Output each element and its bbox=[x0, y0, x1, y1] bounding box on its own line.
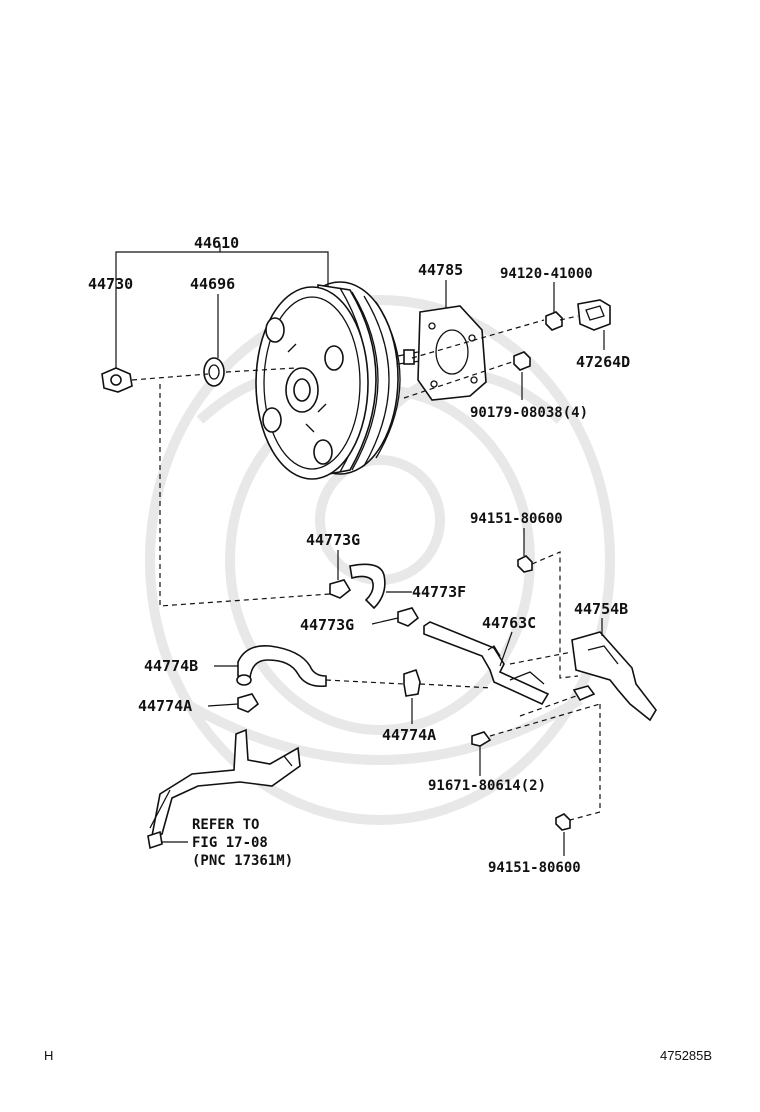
bolt-91671-80614[interactable] bbox=[471, 731, 492, 747]
leader-lines bbox=[115, 244, 605, 856]
callout-labels: 44610 44730 44696 44785 94120-41000 4726… bbox=[88, 234, 630, 876]
callout-44696: 44696 bbox=[190, 275, 235, 293]
callout-94151-80600-upper: 94151-80600 bbox=[470, 511, 563, 527]
callout-44774a-right: 44774A bbox=[382, 726, 436, 744]
drawing-code: 475285B bbox=[660, 1048, 712, 1063]
callout-44773g-lower: 44773G bbox=[300, 616, 354, 634]
vacuum-pipe-44763c[interactable] bbox=[423, 621, 550, 706]
callout-44785: 44785 bbox=[418, 261, 463, 279]
callout-44754b: 44754B bbox=[574, 600, 628, 618]
callout-44773f: 44773F bbox=[412, 583, 466, 601]
callout-44773g-upper: 44773G bbox=[306, 531, 360, 549]
callout-44774a-left: 44774A bbox=[138, 697, 192, 715]
clip-47264d[interactable] bbox=[577, 299, 611, 331]
clamp-44774a-right[interactable] bbox=[403, 668, 421, 697]
gasket-44785[interactable] bbox=[417, 305, 487, 401]
refer-note-line-3: (PNC 17361M) bbox=[192, 853, 293, 869]
nut-90179-08038[interactable] bbox=[513, 351, 531, 371]
callout-91671-80614: 91671-80614(2) bbox=[428, 778, 546, 794]
clamp-44773g-lower[interactable] bbox=[397, 607, 420, 627]
refer-note-line-2: FIG 17-08 bbox=[192, 835, 268, 851]
hose-44773f[interactable] bbox=[349, 563, 386, 610]
refer-note-line-1: REFER TO bbox=[192, 817, 259, 833]
brake-booster-assembly[interactable] bbox=[255, 281, 429, 480]
callout-94151-80600-lower: 94151-80600 bbox=[488, 860, 581, 876]
hose-44774b[interactable] bbox=[236, 645, 327, 688]
callout-47264d: 47264D bbox=[576, 353, 630, 371]
callout-44763c: 44763C bbox=[482, 614, 536, 632]
bracket-44754b[interactable] bbox=[571, 631, 657, 722]
intake-tube-reference[interactable] bbox=[147, 728, 301, 850]
callout-94120-41000: 94120-41000 bbox=[500, 266, 593, 282]
grommet-44696[interactable] bbox=[203, 357, 225, 387]
callout-44610: 44610 bbox=[194, 234, 239, 252]
check-valve-44730[interactable] bbox=[101, 367, 133, 393]
callout-44730: 44730 bbox=[88, 275, 133, 293]
clamp-44774a-left[interactable] bbox=[237, 693, 260, 713]
footer-left-mark: H bbox=[44, 1048, 53, 1063]
nut-94120-41000[interactable] bbox=[545, 311, 563, 331]
nut-94151-80600-lower[interactable] bbox=[555, 813, 571, 831]
dashed-alignment-lines bbox=[131, 315, 601, 821]
callout-90179-08038: 90179-08038(4) bbox=[470, 405, 588, 421]
callout-44774b: 44774B bbox=[144, 657, 198, 675]
clamp-44773g-upper[interactable] bbox=[329, 579, 352, 599]
nut-94151-80600-upper[interactable] bbox=[517, 555, 533, 573]
